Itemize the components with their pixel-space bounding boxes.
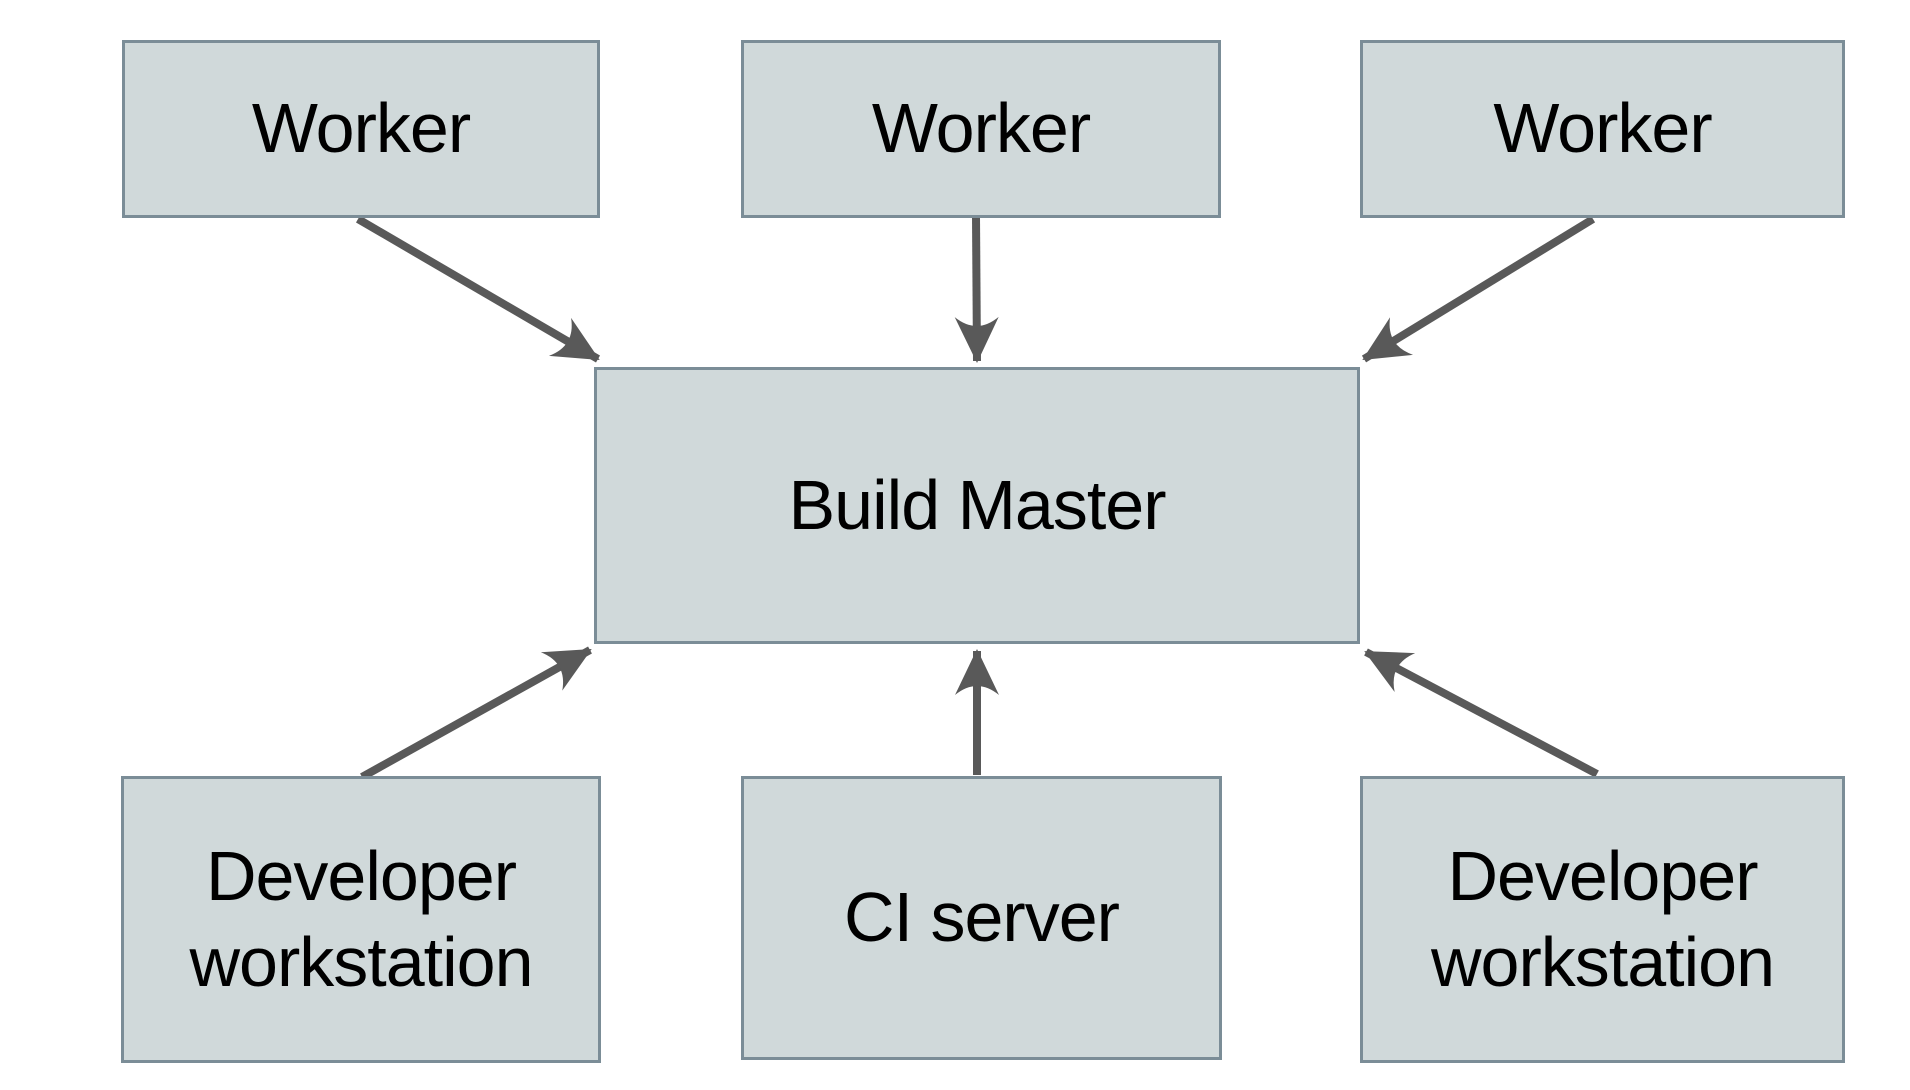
node-worker-2: Worker <box>741 40 1221 218</box>
node-worker-3-label: Worker <box>1493 89 1712 168</box>
node-build-master: Build Master <box>594 367 1360 644</box>
node-worker-2-label: Worker <box>871 89 1091 168</box>
arrow-worker-2-to-build-master <box>954 216 999 363</box>
node-ci-server-label: CI server <box>844 878 1120 957</box>
arrow-developer-workstation-left-to-build-master <box>360 646 592 781</box>
node-worker-3: Worker <box>1360 40 1845 218</box>
arrow-worker-1-to-build-master <box>355 215 601 363</box>
node-build-master-label: Build Master <box>788 465 1166 544</box>
arrow-worker-3-to-build-master <box>1361 215 1596 363</box>
node-developer-workstation-left: Developer workstation <box>121 776 601 1063</box>
node-ci-server: CI server <box>741 776 1222 1060</box>
arrow-developer-workstation-right-to-build-master <box>1364 648 1599 778</box>
node-worker-1: Worker <box>122 40 600 218</box>
node-worker-1-label: Worker <box>251 89 471 168</box>
node-developer-workstation-right: Developer workstation <box>1360 776 1845 1063</box>
node-developer-workstation-right-label: Developer workstation <box>1430 837 1775 1001</box>
node-developer-workstation-left-label: Developer workstation <box>189 837 533 1001</box>
